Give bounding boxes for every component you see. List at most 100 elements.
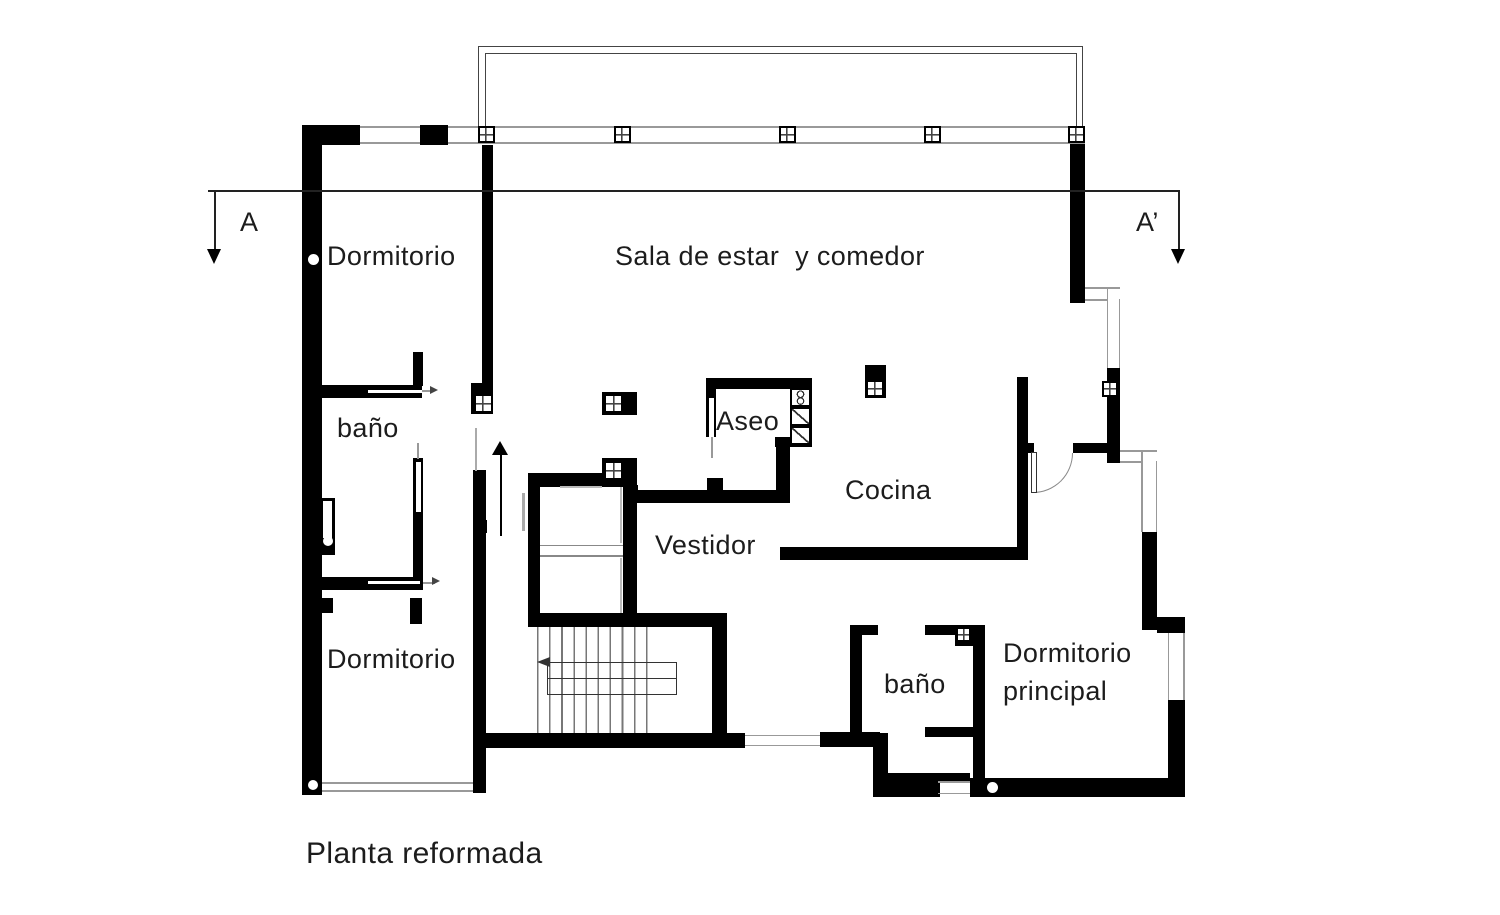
sliding-door-arrow-bottom — [432, 577, 440, 585]
column-marker — [923, 126, 941, 143]
pivot-dot — [307, 253, 319, 265]
wall-segment — [413, 352, 423, 386]
column-marker — [604, 461, 623, 480]
door-leaf — [1031, 452, 1037, 493]
wall-segment — [302, 125, 360, 145]
wall-segment — [322, 598, 333, 613]
thin-line — [1085, 287, 1120, 289]
column-marker — [604, 394, 623, 413]
thin-line — [448, 142, 1085, 144]
door-pocket-slit — [540, 487, 623, 543]
thin-line — [474, 428, 477, 471]
thin-line — [560, 486, 602, 488]
wall-segment — [706, 378, 812, 389]
duct-shaft-symbol — [790, 407, 811, 426]
wall-segment — [473, 470, 486, 793]
wall-segment — [1168, 700, 1185, 797]
wall-segment — [420, 125, 448, 145]
wall-segment — [707, 478, 723, 491]
column-marker — [866, 380, 884, 397]
column-marker — [778, 126, 796, 143]
stair-treads — [537, 627, 658, 733]
thin-line — [1183, 633, 1185, 700]
wall-segment — [486, 733, 745, 748]
wall-segment — [623, 490, 780, 503]
column-marker — [956, 627, 971, 642]
room-label-dormitorio-bottom: Dormitorio — [327, 644, 456, 674]
sliding-door-arrow-top — [430, 386, 438, 394]
wall-segment — [820, 732, 880, 747]
thin-line — [1085, 299, 1108, 301]
thin-line — [620, 558, 622, 613]
thin-line — [422, 389, 433, 392]
duct-shaft-symbol — [790, 388, 811, 407]
pivot-dot — [986, 782, 998, 793]
wall-segment — [970, 778, 1185, 797]
wall-segment — [1017, 377, 1028, 560]
thin-line — [540, 555, 623, 557]
plan-title: Planta reformada — [306, 837, 543, 870]
door-pocket-slit — [323, 501, 332, 538]
thin-line — [745, 744, 820, 747]
door-pocket-slit — [368, 390, 422, 393]
stair-direction-arrow — [492, 441, 508, 455]
door-pocket-slit — [540, 543, 623, 558]
thin-line — [522, 493, 525, 531]
wall-segment — [776, 445, 790, 503]
thin-line — [938, 792, 970, 795]
section-arrow-left — [207, 249, 221, 264]
wall-segment — [780, 547, 1028, 560]
section-marker-a-prime: A’ — [1136, 207, 1159, 237]
thin-line — [1155, 461, 1158, 532]
wall-segment — [410, 598, 422, 624]
wall-segment — [473, 520, 487, 533]
thin-line — [448, 126, 1085, 128]
column-marker — [477, 126, 495, 143]
wall-segment — [850, 625, 862, 737]
thin-line — [540, 544, 623, 546]
wall-segment — [528, 613, 727, 627]
room-label-dormitorio-principal-1: Dormitorio — [1003, 638, 1132, 668]
thin-line — [416, 443, 419, 459]
thin-line — [499, 454, 503, 536]
room-label-cocina: Cocina — [845, 475, 932, 505]
room-label-dormitorio-principal-2: principal — [1003, 676, 1108, 706]
wall-segment — [925, 625, 973, 635]
thin-line — [1120, 461, 1142, 463]
thin-line — [208, 190, 1180, 192]
door-pocket-slit — [540, 558, 623, 613]
wall-segment — [1028, 443, 1034, 453]
thin-line — [1120, 450, 1157, 452]
room-label-dormitorio-top: Dormitorio — [327, 241, 456, 271]
wall-segment — [413, 458, 423, 578]
thin-line — [1106, 287, 1109, 368]
thin-line — [1141, 450, 1143, 532]
room-label-bano-bottom: baño — [884, 669, 946, 699]
wall-segment — [940, 773, 970, 781]
column-marker — [473, 394, 493, 413]
wall-segment — [1070, 143, 1085, 303]
stair-return-arrow — [537, 657, 550, 667]
wall-segment — [850, 625, 878, 635]
thin-line — [360, 126, 420, 128]
section-marker-a: A — [240, 207, 259, 237]
wall-segment — [482, 145, 493, 385]
pivot-dot — [307, 779, 318, 790]
thin-line — [322, 782, 473, 784]
room-label-bano-top: baño — [337, 413, 399, 443]
wall-segment — [973, 625, 985, 783]
wall-segment — [1142, 532, 1157, 630]
thin-line — [745, 734, 820, 737]
room-label-aseo: Aseo — [716, 406, 780, 436]
thin-line — [938, 781, 970, 783]
thin-line — [1167, 633, 1170, 700]
thin-line — [423, 581, 435, 584]
thin-line — [547, 678, 677, 680]
door-pocket-slit — [708, 398, 714, 437]
column-marker — [1067, 126, 1085, 143]
balcony-rail — [478, 46, 1083, 143]
thin-line — [214, 191, 216, 252]
wall-segment — [302, 125, 322, 795]
thin-line — [710, 437, 713, 458]
